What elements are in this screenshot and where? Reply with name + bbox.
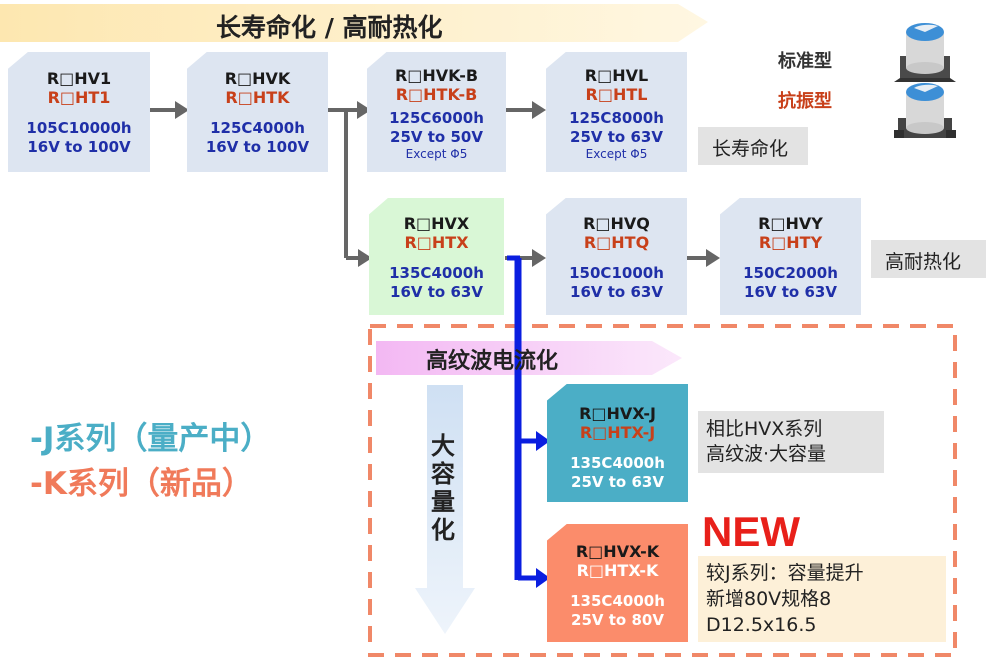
note-k-line1: 较J系列：容量提升 <box>706 562 864 584</box>
blue-connectors <box>507 255 550 588</box>
card-hvxk: R□HVX-K R□HTX-K 135C4000h 25V to 80V <box>547 524 688 642</box>
banner-top-label: 长寿命化 / 高耐热化 <box>216 13 443 42</box>
card-hvxj-voltage: 25V to 63V <box>571 473 664 491</box>
legend-standard-label: 标准型 <box>778 51 832 72</box>
card-hvk-alt-name: R□HTK <box>225 88 290 107</box>
card-hvkb: R□HVK-B R□HTK-B 125C6000h 25V to 50V Exc… <box>367 52 506 172</box>
card-hvk-name: R□HVK <box>224 69 291 88</box>
top-banner-arrow <box>0 4 708 42</box>
card-hvl-voltage: 25V to 63V <box>570 128 663 146</box>
card-hvk-voltage: 16V to 100V <box>205 138 310 156</box>
card-hvq: R□HVQ R□HTQ 150C1000h 16V to 63V <box>546 198 687 315</box>
card-hvxk-alt-name: R□HTX-K <box>576 561 659 580</box>
card-hvy: R□HVY R□HTY 150C2000h 16V to 63V <box>720 198 861 315</box>
card-hvkb-alt-name: R□HTK-B <box>395 85 478 104</box>
card-hvxk-life: 135C4000h <box>570 592 665 610</box>
series-j-label: -J系列（量产中） <box>30 421 272 457</box>
note-k-compare: 较J系列：容量提升 新增80V规格8 D12.5x16.5 <box>698 556 946 642</box>
card-hv1-voltage: 16V to 100V <box>27 138 131 156</box>
legend-anti-vibration-label: 抗振型 <box>778 91 832 112</box>
card-hvx: R□HVX R□HTX 135C4000h 16V to 63V <box>369 198 504 315</box>
card-hvk: R□HVK R□HTK 125C4000h 16V to 100V <box>187 52 328 172</box>
card-hvxk-voltage: 25V to 80V <box>571 611 664 629</box>
card-hvx-life: 135C4000h <box>389 264 484 282</box>
card-hvy-alt-name: R□HTY <box>758 233 823 252</box>
card-hvq-voltage: 16V to 63V <box>570 283 663 301</box>
note-j-compare: 相比HVX系列 高纹波·大容量 <box>698 411 884 473</box>
card-hvkb-life: 125C6000h <box>389 109 484 127</box>
card-hvy-life: 150C2000h <box>743 264 838 282</box>
card-hvl-exception: Except Φ5 <box>585 147 648 161</box>
card-hvq-life: 150C1000h <box>569 264 664 282</box>
card-hvl-name: R□HVL <box>584 66 649 85</box>
card-hvxj-name: R□HVX-J <box>579 404 656 423</box>
card-hvkb-exception: Except Φ5 <box>405 147 468 161</box>
card-hvl-alt-name: R□HTL <box>585 85 648 104</box>
card-hvx-alt-name: R□HTX <box>404 233 469 252</box>
note-j-line1: 相比HVX系列 <box>706 418 823 440</box>
card-hvx-name: R□HVX <box>403 214 470 233</box>
card-hvy-name: R□HVY <box>758 214 823 233</box>
note-j-line2: 高纹波·大容量 <box>706 443 827 465</box>
card-hvy-voltage: 16V to 63V <box>744 283 837 301</box>
card-hvx-voltage: 16V to 63V <box>390 283 483 301</box>
card-hvxj: R□HVX-J R□HTX-J 135C4000h 25V to 63V <box>547 384 688 502</box>
capacity-arrow <box>415 385 475 634</box>
standard-capacitor-image <box>894 23 956 82</box>
new-badge: NEW <box>702 508 800 555</box>
note-high-temp: 高耐热化 <box>871 240 986 278</box>
card-hvl: R□HVL R□HTL 125C8000h 25V to 63V Except … <box>546 52 687 172</box>
banner-ripple-label: 高纹波电流化 <box>426 349 559 374</box>
card-hvxk-name: R□HVX-K <box>575 542 660 561</box>
note-k-line2: 新增80V规格8 <box>706 588 832 610</box>
card-hvq-name: R□HVQ <box>583 214 650 233</box>
series-k-label: -K系列（新品） <box>30 466 253 502</box>
card-hvq-alt-name: R□HTQ <box>583 233 650 252</box>
card-hvl-life: 125C8000h <box>569 109 664 127</box>
card-hv1-life: 105C10000h <box>26 119 132 137</box>
banner-capacity-label: 大容量化 <box>431 432 455 544</box>
card-hvkb-voltage: 25V to 50V <box>390 128 483 146</box>
card-hvxj-alt-name: R□HTX-J <box>579 423 656 442</box>
card-hvkb-name: R□HVK-B <box>394 66 479 85</box>
card-hv1: R□HV1 R□HT1 105C10000h 16V to 100V <box>8 52 150 172</box>
ripple-banner-arrow <box>376 341 682 375</box>
note-k-line3: D12.5x16.5 <box>706 614 817 636</box>
card-hv1-alt-name: R□HT1 <box>47 88 111 107</box>
anti-vibration-capacitor-image <box>894 83 956 138</box>
card-hvk-life: 125C4000h <box>210 119 305 137</box>
card-hv1-name: R□HV1 <box>46 69 112 88</box>
note-long-life: 长寿命化 <box>698 127 808 165</box>
card-hvxj-life: 135C4000h <box>570 454 665 472</box>
